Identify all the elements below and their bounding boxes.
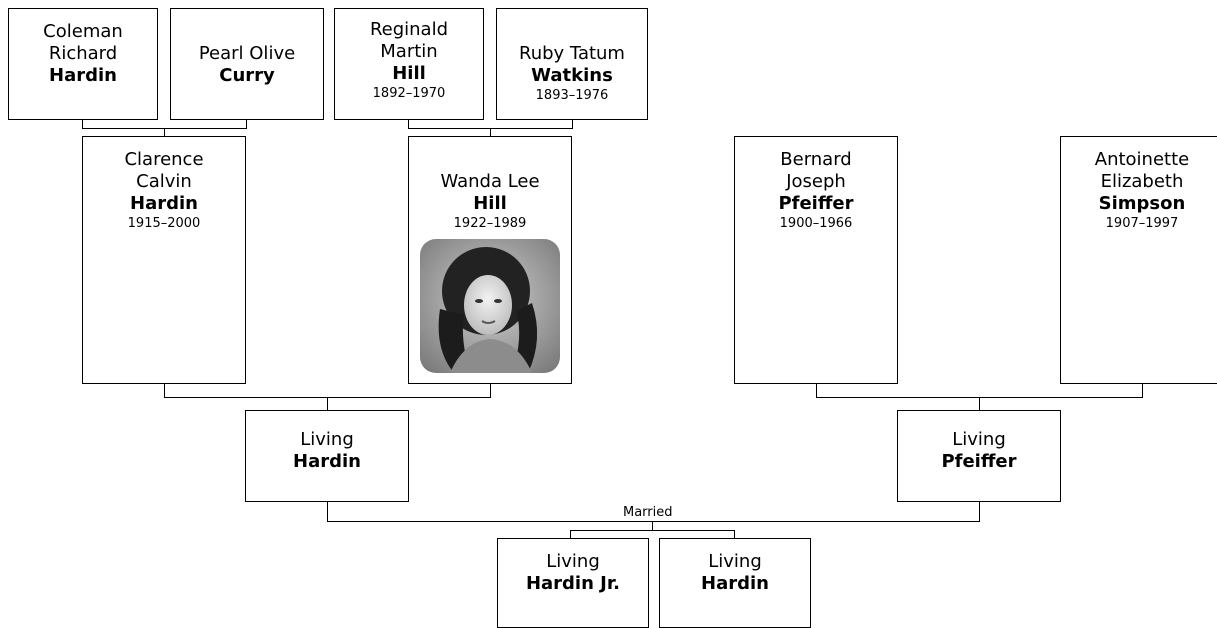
person-dates: 1893–1976	[535, 88, 609, 103]
person-photo[interactable]	[420, 239, 560, 373]
person-reginald-hill[interactable]: Reginald Martin Hill 1892–1970	[334, 8, 484, 120]
person-given-names: Wanda Lee	[440, 171, 540, 192]
connector-line	[164, 128, 165, 136]
person-living-pfeiffer[interactable]: Living Pfeiffer	[897, 410, 1061, 502]
connector-line	[408, 120, 409, 128]
person-living-hardin-child[interactable]: Living Hardin	[659, 538, 811, 628]
person-surname: Pfeiffer	[778, 193, 854, 214]
connector-line	[490, 384, 491, 398]
person-coleman-hardin[interactable]: Coleman Richard Hardin	[8, 8, 158, 120]
person-given-names: Pearl Olive	[198, 43, 296, 64]
person-surname: Hardin	[701, 573, 769, 594]
person-surname: Hardin	[293, 451, 361, 472]
person-surname: Simpson	[1098, 193, 1186, 214]
connector-line	[82, 120, 83, 128]
person-surname: Hill	[473, 193, 507, 214]
connector-line	[246, 120, 247, 128]
connector-line	[164, 384, 165, 398]
person-clarence-hardin[interactable]: Clarence Calvin Hardin 1915–2000	[82, 136, 246, 384]
connector-line	[979, 397, 980, 410]
person-dates: 1892–1970	[372, 86, 446, 101]
person-surname: Curry	[219, 65, 275, 86]
person-antoinette-simpson[interactable]: Antoinette Elizabeth Simpson 1907–1997	[1060, 136, 1217, 384]
person-dates: 1915–2000	[127, 216, 201, 231]
person-surname: Pfeiffer	[941, 451, 1017, 472]
connector-line	[1142, 384, 1143, 398]
person-given-names: Living	[546, 551, 600, 572]
person-given-names: Antoinette Elizabeth	[1094, 149, 1190, 192]
connector-line	[327, 397, 328, 410]
person-given-names: Coleman Richard	[43, 21, 123, 64]
person-dates: 1922–1989	[453, 216, 527, 231]
person-wanda-hill[interactable]: Wanda Lee Hill 1922–1989	[408, 136, 572, 384]
person-surname: Hardin Jr.	[525, 573, 621, 594]
person-given-names: Living	[300, 429, 354, 450]
person-living-hardin-jr[interactable]: Living Hardin Jr.	[497, 538, 649, 628]
connector-line	[327, 502, 328, 522]
connector-line	[979, 502, 980, 522]
person-pearl-curry[interactable]: Pearl Olive Curry	[170, 8, 324, 120]
person-surname: Hardin	[130, 193, 198, 214]
person-given-names: Living	[708, 551, 762, 572]
connector-line	[734, 530, 735, 538]
connector-line	[327, 521, 980, 522]
connector-line	[570, 530, 735, 531]
person-dates: 1900–1966	[779, 216, 853, 231]
person-dates: 1907–1997	[1105, 216, 1179, 231]
person-bernard-pfeiffer[interactable]: Bernard Joseph Pfeiffer 1900–1966	[734, 136, 898, 384]
person-given-names: Ruby Tatum	[519, 43, 625, 64]
person-surname: Hardin	[49, 65, 117, 86]
person-given-names: Bernard Joseph	[780, 149, 852, 192]
person-given-names: Reginald Martin	[369, 19, 449, 62]
connector-line	[572, 120, 573, 128]
connector-line	[816, 384, 817, 398]
connector-line	[570, 530, 571, 538]
person-surname: Hill	[392, 63, 426, 84]
person-surname: Watkins	[531, 65, 613, 86]
married-label: Married	[620, 505, 676, 521]
connector-line	[652, 521, 653, 530]
person-ruby-watkins[interactable]: Ruby Tatum Watkins 1893–1976	[496, 8, 648, 120]
person-given-names: Clarence Calvin	[124, 149, 204, 192]
person-given-names: Living	[952, 429, 1006, 450]
person-living-hardin[interactable]: Living Hardin	[245, 410, 409, 502]
connector-line	[490, 128, 491, 136]
